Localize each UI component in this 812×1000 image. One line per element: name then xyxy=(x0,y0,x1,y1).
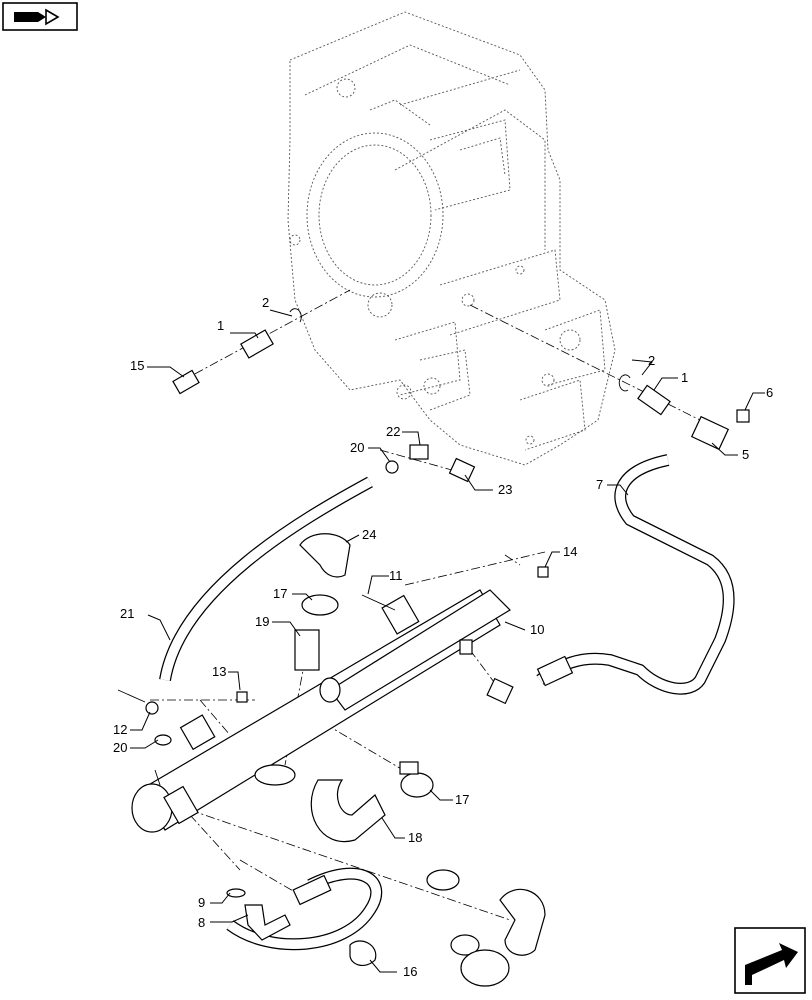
callout-22: 22 xyxy=(386,424,400,439)
callout-20-lower: 20 xyxy=(113,740,127,755)
tube-21 xyxy=(159,476,373,682)
callout-13: 13 xyxy=(212,664,226,679)
callout-1-left: 1 xyxy=(217,318,224,333)
transmission-housing xyxy=(287,11,616,466)
callout-17-lower: 17 xyxy=(455,792,469,807)
callout-23: 23 xyxy=(498,482,512,497)
callout-labels: 1 1 2 2 5 6 7 8 9 10 11 12 13 14 15 16 1… xyxy=(113,295,773,979)
callout-17-upper: 17 xyxy=(273,586,287,601)
callout-19: 19 xyxy=(255,614,269,629)
fittings xyxy=(117,308,750,987)
callout-10: 10 xyxy=(530,622,544,637)
callout-24: 24 xyxy=(362,527,376,542)
pipe-7 xyxy=(536,454,735,695)
callout-18: 18 xyxy=(408,830,422,845)
assembly-lines xyxy=(150,289,721,921)
callout-16: 16 xyxy=(403,964,417,979)
next-page-arrow-icon[interactable] xyxy=(734,927,806,994)
callout-1-right: 1 xyxy=(681,370,688,385)
callout-7: 7 xyxy=(596,477,603,492)
callout-14: 14 xyxy=(563,544,577,559)
callout-6: 6 xyxy=(766,385,773,400)
callout-2-right: 2 xyxy=(648,353,655,368)
callout-9: 9 xyxy=(198,895,205,910)
callout-12: 12 xyxy=(113,722,127,737)
hose-21 xyxy=(73,385,232,925)
callout-2-left: 2 xyxy=(262,295,269,310)
callout-11: 11 xyxy=(389,568,403,583)
oil-cooler-10 xyxy=(131,589,511,833)
book-arrow-icon[interactable] xyxy=(2,2,78,31)
hose-16 xyxy=(226,867,383,951)
callout-21: 21 xyxy=(120,606,134,621)
callout-15: 15 xyxy=(130,358,144,373)
callout-8: 8 xyxy=(198,915,205,930)
leader-lines xyxy=(130,309,765,973)
callout-5: 5 xyxy=(742,447,749,462)
callout-20-upper: 20 xyxy=(350,440,364,455)
